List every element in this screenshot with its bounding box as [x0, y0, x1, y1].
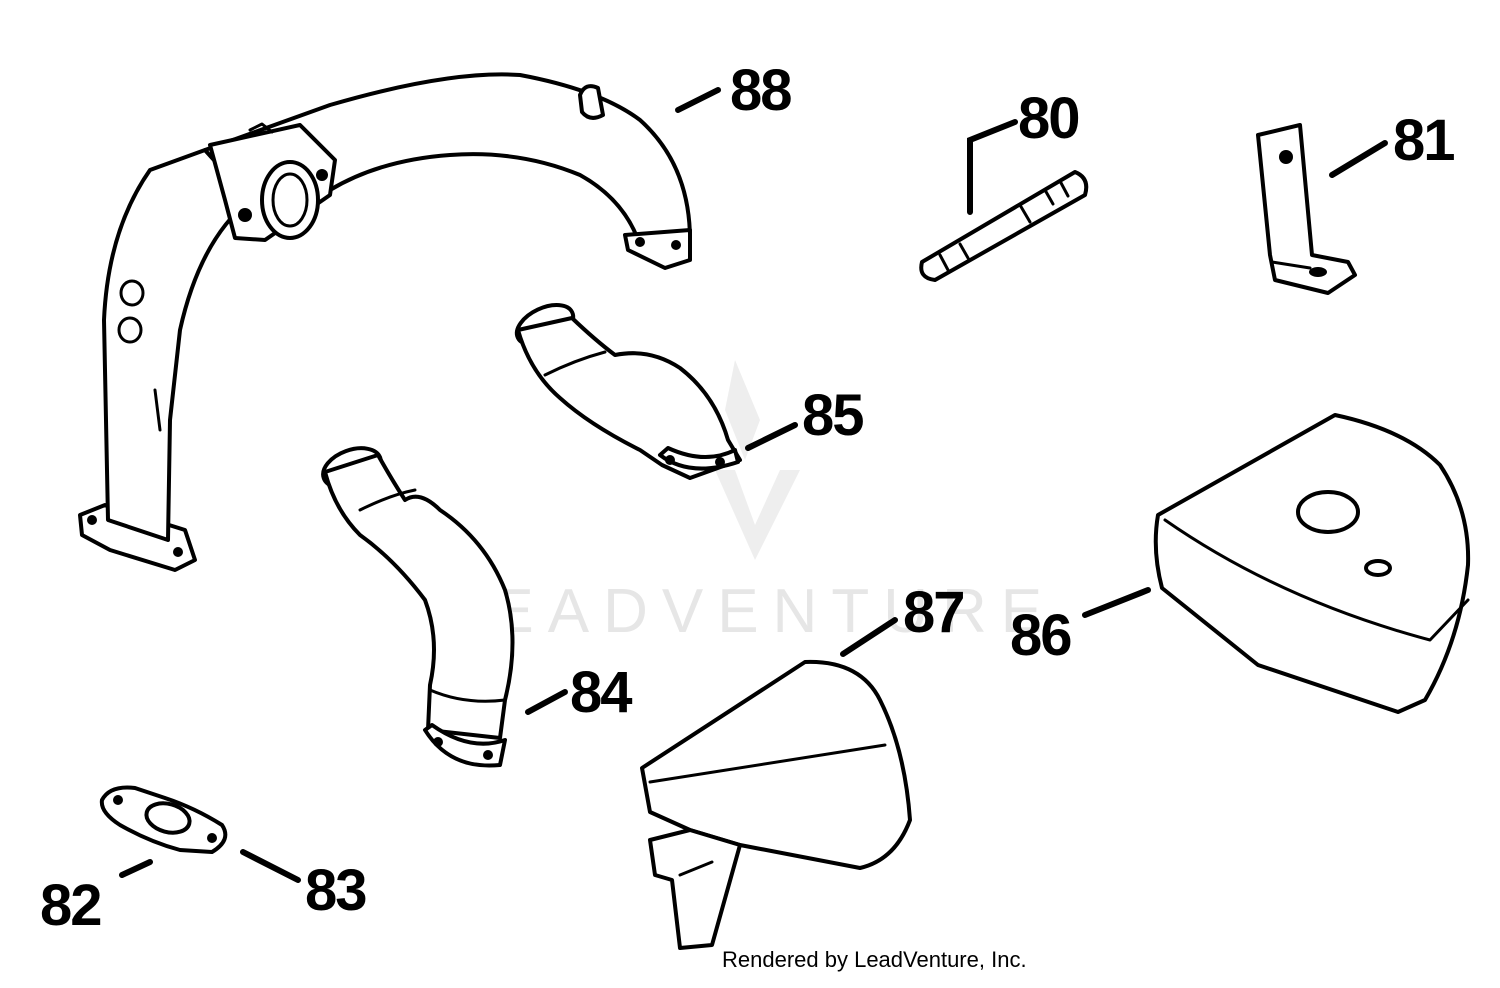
leader-84 — [525, 689, 568, 715]
leader-lines — [119, 87, 1388, 883]
part-80-stud — [919, 170, 1089, 282]
part-82-83-gasket — [99, 785, 228, 854]
part-85-elbow-tube — [514, 303, 742, 480]
callout-86: 86 — [1010, 603, 1071, 668]
leader-86 — [1082, 587, 1151, 618]
watermark-logo-icon — [715, 360, 800, 560]
credit-text: Rendered by LeadVenture, Inc. — [722, 947, 1027, 972]
part-88-manifold — [78, 72, 692, 572]
part-84-s-tube — [321, 446, 515, 768]
callout-82: 82 — [40, 873, 101, 938]
watermark: LEADVENTURE — [444, 360, 1056, 646]
leader-87 — [840, 617, 898, 657]
callout-88: 88 — [730, 58, 791, 123]
callout-87: 87 — [903, 580, 964, 645]
callouts: 88 80 81 85 84 87 86 82 83 — [40, 58, 1456, 938]
leader-80 — [967, 119, 1018, 215]
callout-83: 83 — [305, 858, 366, 923]
callout-85: 85 — [802, 383, 863, 448]
callout-80: 80 — [1018, 86, 1079, 151]
callout-81: 81 — [1393, 108, 1454, 173]
leader-83 — [240, 849, 301, 883]
watermark-text: LEADVENTURE — [444, 577, 1056, 646]
leader-81 — [1329, 140, 1388, 178]
callout-84: 84 — [570, 660, 632, 725]
leader-88 — [675, 87, 721, 113]
leader-82 — [119, 859, 153, 878]
part-86-large-shield — [1153, 413, 1471, 714]
part-81-bracket — [1256, 123, 1357, 295]
part-87-small-shield — [640, 659, 912, 950]
leader-85 — [745, 422, 798, 451]
